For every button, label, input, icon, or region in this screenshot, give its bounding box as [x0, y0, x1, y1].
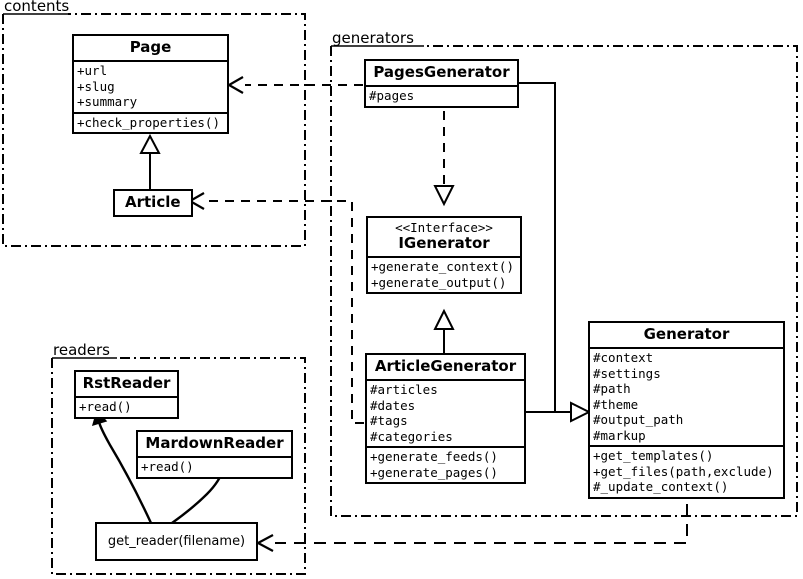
class-attributes-generator: #context #settings #path #theme #output_… — [590, 347, 783, 445]
attribute-item: #dates — [370, 397, 416, 413]
attribute-item: #markup — [593, 427, 646, 443]
class-box-page[interactable]: Page +url +slug +summary +check_properti… — [72, 34, 229, 134]
attribute-item: #pages — [369, 88, 415, 103]
dependency-arrowhead-page — [226, 76, 244, 94]
operation-item: +generate_pages() — [370, 464, 498, 480]
attribute-item: +slug — [77, 78, 115, 94]
operation-item: +generate_feeds() — [370, 449, 498, 464]
attribute-item: #articles — [370, 382, 438, 397]
class-box-article-generator[interactable]: ArticleGenerator #articles #dates #tags … — [365, 353, 526, 484]
class-name-mardown-reader: MardownReader — [145, 434, 284, 452]
attribute-item: #path — [593, 381, 631, 396]
class-box-generator[interactable]: Generator #context #settings #path #them… — [588, 321, 785, 499]
class-attributes-article-generator: #articles #dates #tags #categories — [367, 379, 524, 446]
operation-item: +get_files(path,exclude) — [593, 463, 774, 479]
class-name-page: Page — [129, 38, 172, 56]
function-box-get-reader[interactable]: get_reader(filename) — [95, 522, 258, 561]
attribute-item: +url — [77, 63, 108, 78]
function-label-get-reader: get_reader(filename) — [107, 534, 246, 549]
realization-arrowhead-igenerator — [433, 185, 455, 207]
package-label-generators: generators — [332, 29, 414, 47]
class-operations-rst-reader: +read() — [76, 396, 177, 417]
class-name-rst-reader: RstReader — [82, 374, 171, 392]
class-operations-igenerator: +generate_context() +generate_output() — [368, 256, 520, 292]
attribute-item: +summary — [77, 94, 138, 109]
generalization-arrowhead-igenerator-2 — [433, 308, 455, 330]
attribute-item: #output_path — [593, 412, 684, 427]
generalization-arrowhead-page — [139, 133, 161, 154]
dependency-articlegenerator-to-article — [206, 200, 364, 424]
generalization-arrowhead-generator — [570, 401, 592, 423]
attribute-item: #categories — [370, 428, 453, 444]
generalization-pagesgenerator-to-generator — [519, 82, 572, 413]
class-box-igenerator[interactable]: <<Interface>> IGenerator +generate_conte… — [366, 216, 522, 294]
package-label-readers: readers — [53, 341, 110, 359]
class-box-article[interactable]: Article — [113, 189, 193, 217]
operation-item: #_update_context() — [593, 479, 729, 494]
class-attributes-pages-generator: #pages — [366, 85, 517, 106]
package-label-contents: contents — [4, 0, 70, 15]
class-name-igenerator: IGenerator — [398, 234, 490, 252]
operation-item: +check_properties() — [77, 114, 220, 130]
attribute-item: #settings — [593, 365, 661, 381]
operation-item: +generate_output() — [371, 274, 507, 290]
class-name-generator: Generator — [643, 325, 730, 343]
operation-item: +read() — [141, 459, 194, 474]
class-operations-generator: +get_templates() +get_files(path,exclude… — [590, 445, 783, 497]
class-operations-page: +check_properties() — [74, 111, 227, 133]
class-name-article: Article — [125, 193, 181, 211]
operation-item: +read() — [79, 399, 132, 414]
dependency-arrowhead-getreader — [255, 534, 274, 552]
class-name-article-generator: ArticleGenerator — [374, 357, 517, 375]
operation-item: +generate_context() — [371, 259, 514, 274]
class-operations-mardown-reader: +read() — [138, 456, 291, 477]
class-box-pages-generator[interactable]: PagesGenerator #pages — [364, 59, 519, 108]
attribute-item: #theme — [593, 396, 639, 412]
operation-item: +get_templates() — [593, 448, 714, 463]
class-name-pages-generator: PagesGenerator — [373, 63, 510, 81]
class-box-mardown-reader[interactable]: MardownReader +read() — [136, 430, 293, 479]
class-attributes-page: +url +slug +summary — [74, 60, 227, 112]
dependency-generator-to-getreader — [275, 504, 688, 544]
class-operations-article-generator: +generate_feeds() +generate_pages() — [367, 446, 524, 482]
attribute-item: #context — [593, 350, 654, 365]
class-box-rst-reader[interactable]: RstReader +read() — [74, 370, 179, 419]
attribute-item: #tags — [370, 413, 408, 428]
class-stereotype-igenerator: <<Interface>> — [395, 220, 493, 235]
